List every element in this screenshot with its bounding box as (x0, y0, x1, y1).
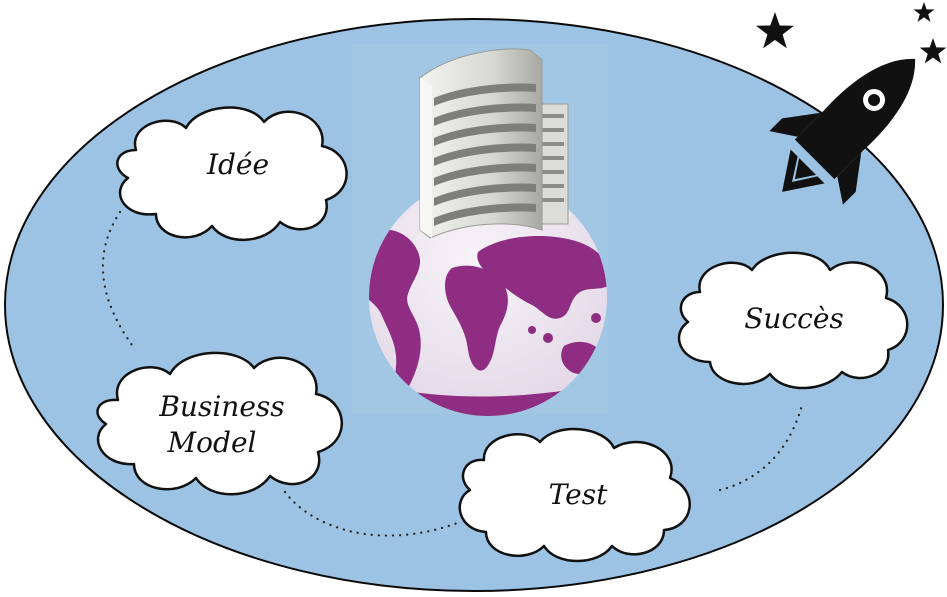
step-test: Test (458, 427, 691, 563)
step-succes: Succès (677, 251, 909, 390)
globe-with-building-icon (352, 44, 608, 416)
stars (756, 2, 947, 64)
step-idee-label: Idée (206, 148, 269, 181)
step-idee: Idée (116, 106, 348, 241)
step-business-model-line1: Business (158, 390, 284, 423)
step-business-model: Business Model (96, 351, 343, 496)
cloud-shape (677, 251, 909, 390)
cloud-shape (96, 351, 343, 496)
star-icon (756, 12, 794, 49)
step-test-label: Test (549, 478, 608, 511)
connector-lines (101, 210, 804, 537)
connector-test-succes (718, 403, 804, 492)
star-icon (919, 38, 947, 64)
rocket-icon (769, 58, 916, 205)
tower-main (419, 48, 543, 239)
star-icon (913, 2, 935, 22)
cloud-shape (116, 106, 348, 241)
step-business-model-line2: Model (167, 426, 257, 459)
step-succes-label: Succès (744, 302, 844, 335)
cloud-shape (458, 427, 691, 563)
